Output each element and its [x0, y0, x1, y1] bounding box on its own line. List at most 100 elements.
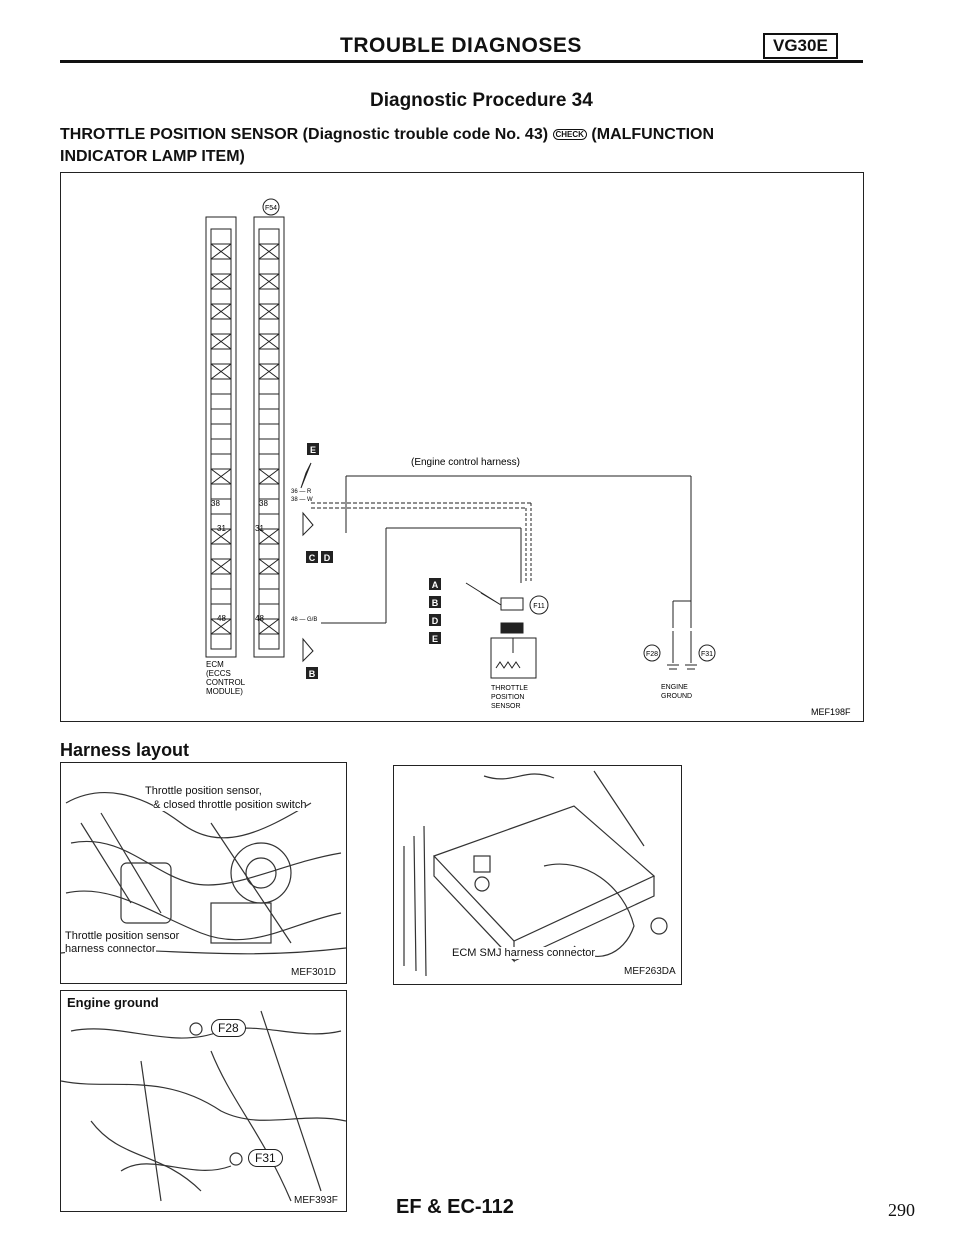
photo-throttle-sensor-drawing — [60, 792, 347, 955]
ecm-label-4: MODULE) — [206, 687, 243, 696]
photo1-ref: MEF301D — [291, 967, 337, 978]
connector-box-d — [429, 614, 441, 626]
connector-box-letter: A — [432, 580, 439, 590]
connector-cell-cross — [210, 468, 232, 485]
connector-cell — [258, 393, 280, 410]
check-lamp-icon: CHECK — [552, 129, 587, 141]
caption-tps: Throttle position sensor, — [145, 785, 262, 797]
connector-id-f54: F54 — [265, 205, 277, 212]
connector-box-b — [429, 596, 441, 608]
box-c-letter: C — [309, 553, 316, 563]
arrow-down-1 — [302, 511, 314, 537]
engine-ground-label-2: GROUND — [661, 693, 692, 700]
caption-tps-harness-2: harness connector — [65, 943, 156, 955]
connector-cell — [210, 573, 232, 590]
wire-48-label: 48 — G/B — [291, 617, 317, 623]
connector-cell-cross — [210, 333, 232, 350]
harness-layout-heading: Harness layout — [60, 740, 190, 760]
connector-cell — [258, 408, 280, 425]
pin-31-right: 31 — [255, 524, 264, 533]
connector-cell-cross — [210, 528, 232, 545]
conn-f11-label: F11 — [533, 603, 545, 610]
engine-ground-symbol — [667, 600, 697, 670]
connector-box-a — [429, 578, 441, 590]
connector-id-circle — [262, 198, 280, 216]
wiring-diagram-svg: F54 38 38 31 31 48 48 ECM (ECCS CONTROL … — [205, 198, 851, 717]
connector-cell — [258, 318, 280, 335]
connector-cell-cross — [210, 558, 232, 575]
ecm-label-2: (ECCS — [206, 669, 231, 678]
conn-f28-label: F28 — [646, 651, 658, 658]
connector-cell — [210, 258, 232, 275]
pin-38-right: 38 — [259, 499, 268, 508]
ecm-label-3: CONTROL — [206, 678, 246, 687]
connector-cell-cross — [210, 303, 232, 320]
pin-31-left: 31 — [217, 524, 226, 533]
photo-ecm-connector: ECM SMJ harness connector MEF263DA — [393, 765, 682, 985]
ecm-connector-right — [253, 216, 285, 658]
connector-cell — [210, 483, 232, 500]
ecm-label-1: ECM — [206, 660, 224, 669]
box-b-bottom — [306, 667, 318, 679]
connector-cell — [210, 318, 232, 335]
photo-ecm-connector-drawing — [403, 770, 668, 977]
connector-box-letter: D — [432, 616, 439, 626]
connector-cell — [210, 438, 232, 455]
arrow-up-1 — [300, 462, 312, 489]
connector-cell-cross — [210, 243, 232, 260]
connector-cell-cross — [210, 363, 232, 380]
throttle-position-sensor-symbol — [490, 597, 537, 679]
procedure-subtitle-line1: THROTTLE POSITION SENSOR (Diagnostic tro… — [60, 126, 714, 144]
box-b-bottom-letter: B — [309, 669, 316, 679]
conn-f28-circle — [643, 644, 661, 662]
conn-f31-label: F31 — [701, 651, 713, 658]
photo2-ref: MEF263DA — [624, 966, 676, 977]
connector-cell-cross — [258, 333, 280, 350]
connector-cell-cross — [258, 618, 280, 635]
connector-cell — [210, 543, 232, 560]
subtitle-text: THROTTLE POSITION SENSOR (Diagnostic tro… — [60, 126, 549, 143]
connector-cell — [210, 588, 232, 605]
connector-cell — [258, 378, 280, 395]
connector-cell-cross — [210, 618, 232, 635]
caption-ecm-smj: ECM SMJ harness connector — [452, 947, 596, 959]
connector-cell — [210, 453, 232, 470]
page-header-title: TROUBLE DIAGNOSES — [340, 34, 582, 57]
connector-cell — [258, 543, 280, 560]
arrow-mid — [465, 582, 502, 606]
box-c — [306, 551, 318, 563]
pin-48-left: 48 — [217, 614, 226, 623]
connector-cell-cross — [258, 558, 280, 575]
wire-38-label: 38 — W — [291, 497, 313, 503]
caption-tps-harness-1: Throttle position sensor — [65, 930, 180, 942]
engine-model-badge: VG30E — [763, 33, 838, 59]
connector-cell — [210, 408, 232, 425]
connector-cell — [210, 288, 232, 305]
connector-box-letter: E — [432, 634, 438, 644]
pin-48-right: 48 — [255, 614, 264, 623]
connector-cell — [210, 423, 232, 440]
photo-throttle-sensor: Throttle position sensor, & closed throt… — [60, 762, 347, 984]
harness-label: (Engine control harness) — [411, 457, 520, 468]
connector-cell — [258, 288, 280, 305]
connector-cell — [258, 633, 280, 650]
connector-cell-cross — [258, 303, 280, 320]
procedure-title: Diagnostic Procedure 34 — [370, 90, 593, 111]
subtitle-text-end: (MALFUNCTION — [591, 126, 715, 143]
procedure-subtitle-line2: INDICATOR LAMP ITEM) — [60, 148, 245, 165]
caption-engine-ground: Engine ground — [67, 995, 159, 1010]
connector-cell — [258, 573, 280, 590]
ecm-connector-left — [205, 216, 237, 658]
connector-cell-cross — [258, 273, 280, 290]
engine-ground-label-1: ENGINE — [661, 684, 688, 691]
photo3-ref: MEF393F — [294, 1195, 338, 1206]
connector-cell-cross — [210, 273, 232, 290]
page-number: 290 — [888, 1200, 915, 1220]
header-rule — [60, 60, 863, 63]
tps-label-2: POSITION — [491, 694, 524, 701]
tps-label-1: THROTTLE — [491, 685, 528, 692]
connector-cell — [258, 258, 280, 275]
connector-cell-cross — [258, 243, 280, 260]
connector-cell — [258, 438, 280, 455]
